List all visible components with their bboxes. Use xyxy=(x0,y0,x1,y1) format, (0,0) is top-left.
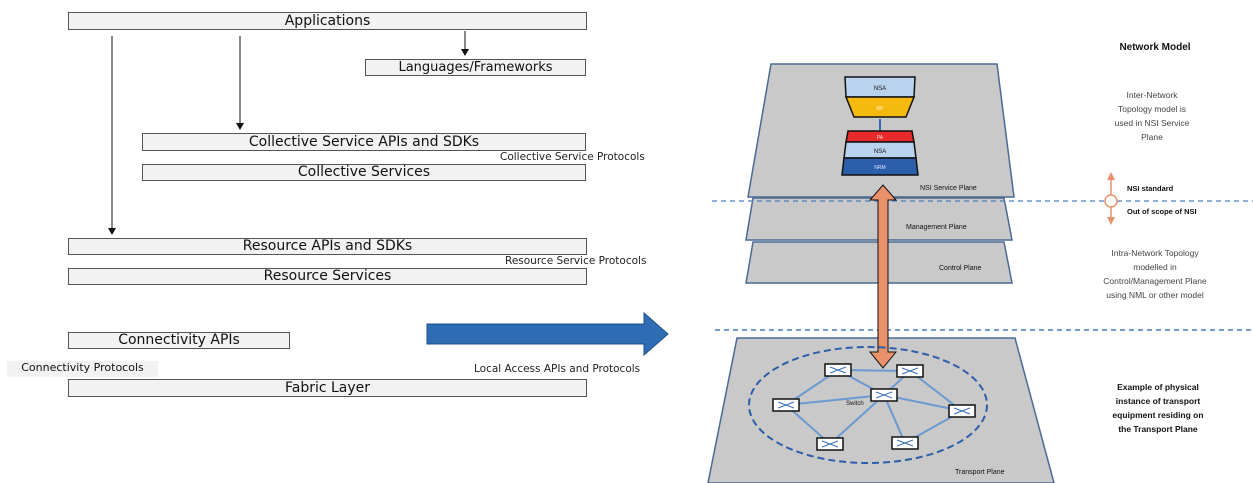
stack-top-rp-label: RP xyxy=(877,106,885,112)
nsi-service-plane-label: NSI Service Plane xyxy=(920,185,977,192)
orange-double-arrow xyxy=(868,184,898,369)
local-access-label: Local Access APIs and Protocols xyxy=(474,363,641,375)
physical-example-line-2: instance of transport xyxy=(1116,396,1201,406)
connectivity-apis-label: Connectivity APIs xyxy=(118,332,240,348)
transport-network-ellipse xyxy=(748,346,988,464)
applications-label: Applications xyxy=(284,13,371,29)
stack-bottom-pa-label: PA xyxy=(877,135,884,141)
switch-icons xyxy=(772,363,976,451)
fabric-layer-box: Fabric Layer xyxy=(68,379,587,397)
control-plane-label: Control Plane xyxy=(939,265,982,272)
resource-services-box: Resource Services xyxy=(68,268,587,285)
resource-services-label: Resource Services xyxy=(263,268,392,284)
physical-example-line-1: Example of physical xyxy=(1117,382,1199,392)
fabric-layer-label: Fabric Layer xyxy=(284,380,371,396)
nsi-scope-marker xyxy=(1104,172,1118,225)
inter-network-line-1: Inter-Network xyxy=(1126,90,1178,100)
management-plane-label: Management Plane xyxy=(906,224,967,231)
stack-bottom-nsa-label: NSA xyxy=(874,149,886,155)
collective-apis-label: Collective Service APIs and SDKs xyxy=(248,134,480,150)
intra-network-line-3: Control/Management Plane xyxy=(1103,276,1207,286)
connectivity-protocols-label: Connectivity Protocols xyxy=(21,361,144,374)
collective-services-label: Collective Services xyxy=(297,164,431,180)
resource-apis-label: Resource APIs and SDKs xyxy=(242,238,413,254)
network-model-title: Network Model xyxy=(1119,42,1190,53)
switch-label: Switch xyxy=(846,401,864,407)
applications-box: Applications xyxy=(68,12,587,30)
connectivity-protocols-box: Connectivity Protocols xyxy=(7,361,158,377)
resource-apis-box: Resource APIs and SDKs xyxy=(68,238,587,255)
transport-plane-label: Transport Plane xyxy=(955,469,1005,476)
stack-bottom-nrm-label: NRM xyxy=(874,165,885,171)
intra-network-line-4: using NML or other model xyxy=(1106,290,1204,300)
resource-protocols-label: Resource Service Protocols xyxy=(505,255,647,267)
stack-top-nsa-label: NSA xyxy=(874,86,886,92)
physical-example-line-3: equipment residing on xyxy=(1112,410,1203,420)
big-blue-arrow xyxy=(426,311,669,357)
stack-bottom-nrm xyxy=(841,157,919,176)
nsi-standard-label: NSI standard xyxy=(1127,184,1174,193)
out-of-scope-label: Out of scope of NSI xyxy=(1127,207,1197,216)
intra-network-line-1: Intra-Network Topology xyxy=(1111,248,1199,258)
inter-network-line-4: Plane xyxy=(1141,132,1163,142)
inter-network-line-2: Topology model is xyxy=(1118,104,1186,114)
languages-frameworks-box: Languages/Frameworks xyxy=(365,59,586,76)
physical-example-line-4: the Transport Plane xyxy=(1118,424,1198,434)
collective-apis-box: Collective Service APIs and SDKs xyxy=(142,133,586,151)
stack-top-rp xyxy=(844,96,916,118)
collective-services-box: Collective Services xyxy=(142,164,586,181)
connectivity-apis-box: Connectivity APIs xyxy=(68,332,290,349)
collective-protocols-label: Collective Service Protocols xyxy=(500,151,645,163)
languages-frameworks-label: Languages/Frameworks xyxy=(398,60,553,75)
intra-network-line-2: modelled in xyxy=(1133,262,1177,272)
inter-network-line-3: used in NSI Service xyxy=(1115,118,1190,128)
